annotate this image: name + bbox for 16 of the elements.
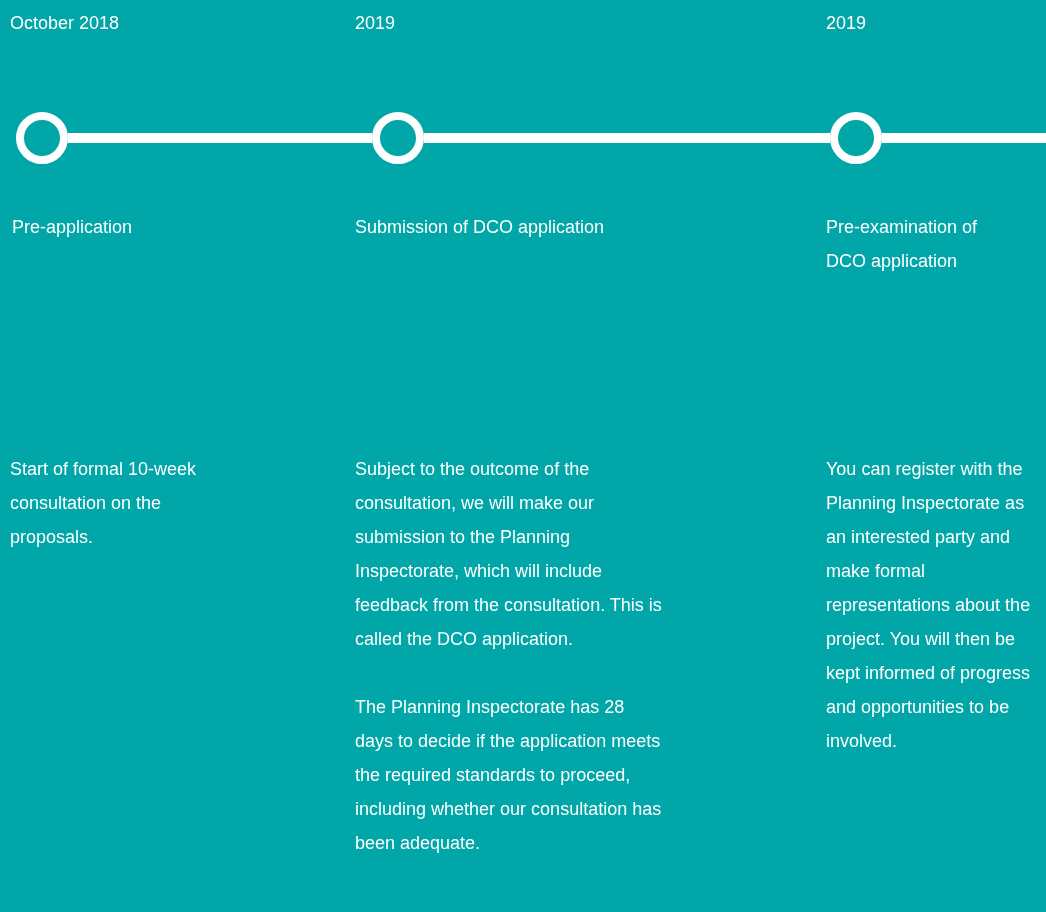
date-label: 2019 (355, 12, 396, 35)
date-label: October 2018 (10, 12, 120, 35)
stage-description: Start of formal 10-week consultation on the proposals. (10, 458, 198, 549)
milestone-circle (830, 112, 882, 164)
stage-description: The Planning Inspectorate has 28 days to decide if the application meets the required standards to proceed, including whether our consultation has been adequate. (355, 696, 663, 855)
stage-description: You can register with the Planning Inspectorate as an interested party and make formal representations about the project. You will then be kept informed of progress and opportunities to be involved. (826, 458, 1031, 753)
timeline-line (424, 133, 830, 143)
milestone-circle (372, 112, 424, 164)
date-label: 2019 (826, 12, 867, 35)
stage-description: Subject to the outcome of the consultation, we will make our submission to the Planning Inspectorate, which will include feedback from the consultation. This is called the DCO application. (355, 458, 663, 651)
stage-title: Pre-application (12, 216, 133, 239)
milestone-circle (16, 112, 68, 164)
timeline-line (882, 133, 1046, 143)
stage-title: Submission of DCO application (355, 216, 605, 239)
stage-title: Pre-examination of DCO application (826, 216, 979, 273)
timeline-line (68, 133, 372, 143)
